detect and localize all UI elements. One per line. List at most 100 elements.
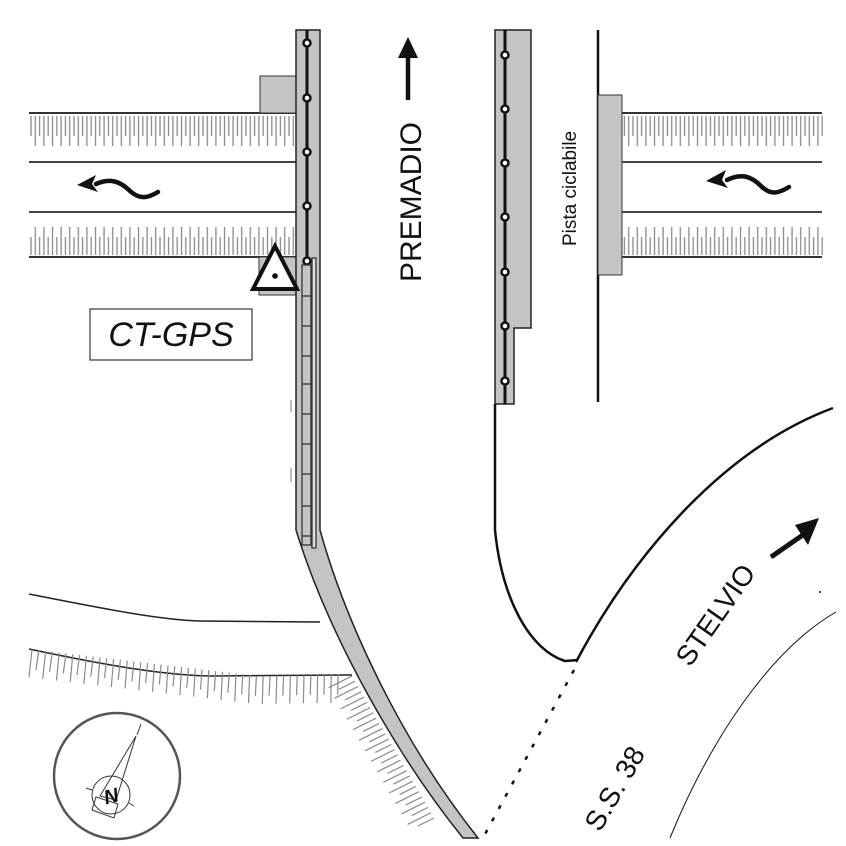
hatch-line: [103, 658, 108, 679]
hatch-line: [179, 666, 183, 696]
hatch-line: [83, 655, 87, 684]
triangle-marker-icon: [249, 241, 301, 291]
hatch-line: [328, 675, 353, 689]
left-sidewalk-markers: [302, 38, 312, 266]
left-road: [29, 112, 296, 258]
hatch-line: [295, 675, 298, 696]
hatch-line: [234, 673, 237, 702]
hatch-line: [117, 659, 121, 680]
hatch-line: [151, 663, 155, 692]
hatch-line: [145, 662, 149, 684]
hatch-line: [35, 650, 40, 671]
wavy-arrow-icon: [93, 178, 161, 200]
hatch-line: [172, 666, 176, 687]
hatch-line: [401, 801, 426, 815]
slope-hatching: [328, 675, 435, 827]
hatch-line: [334, 685, 359, 699]
hatch-line: [69, 654, 74, 683]
hatch-line: [309, 675, 312, 696]
hatch-line: [405, 796, 423, 806]
hatch-line: [399, 785, 417, 796]
right-road-bottom-ticks: [623, 225, 823, 257]
hatch-line: [76, 654, 81, 676]
hatch-line: [275, 675, 278, 704]
compass-north-label: N: [101, 784, 121, 809]
station-label: CT-GPS: [108, 316, 234, 354]
hatch-line: [261, 675, 264, 704]
hatch-line: [358, 728, 383, 741]
hatch-line: [364, 738, 389, 752]
wavy-arrow-head: [77, 175, 98, 192]
hatch-line: [247, 675, 251, 704]
stelvio-label: STELVIO: [670, 558, 762, 671]
hatch-line: [220, 671, 223, 700]
left-road-top-ticks: [30, 114, 296, 148]
hatch-line: [387, 764, 404, 775]
hatch-line: [302, 675, 305, 704]
hatch-line: [407, 812, 432, 825]
hatch-line: [282, 675, 285, 696]
hatch-line: [28, 649, 33, 678]
hatch-line: [352, 717, 377, 731]
hatch-line: [376, 759, 401, 773]
hatch-line: [186, 667, 189, 688]
hatch-line: [370, 749, 395, 762]
wavy-arrow-head: [706, 170, 728, 188]
road-edge-stelvio-upper: [574, 406, 834, 663]
hatch-line: [124, 660, 128, 689]
right-block: [597, 94, 623, 276]
hatch-line: [338, 680, 356, 690]
hatch-line: [268, 675, 271, 696]
hatch-line: [395, 791, 420, 804]
hatch-line: [254, 675, 257, 696]
hatch-line: [90, 656, 94, 677]
arrow-diagonal-icon: [769, 518, 819, 560]
ladder-structure: [301, 257, 317, 549]
hatch-line: [381, 754, 398, 764]
lower-road-hatching: [28, 649, 339, 704]
bike-path-label: Pista ciclabile: [560, 131, 581, 246]
hatch-line: [55, 652, 60, 681]
right-road-top-ticks: [623, 114, 823, 148]
hatch-line: [393, 775, 410, 785]
hatch-line: [227, 672, 230, 693]
hatch-line: [411, 806, 429, 817]
hatch-line: [138, 662, 142, 691]
road-dashed-centerline: [482, 669, 576, 837]
road-name-label: S.S. 38: [578, 741, 651, 836]
hatch-line: [356, 712, 374, 722]
hatch-line: [362, 722, 380, 732]
arrow-up-icon: [398, 37, 418, 100]
road-edge-inner-curve: [493, 404, 579, 663]
wavy-arrow-icon: [724, 173, 792, 195]
hatch-line: [48, 651, 53, 672]
hatch-line: [340, 696, 365, 710]
hatch-line: [389, 780, 414, 794]
hatch-line: [62, 653, 67, 674]
premadio-label: PREMADIO: [395, 122, 428, 282]
left-sidewalk: [295, 29, 480, 839]
hatch-line: [131, 661, 135, 682]
hatch-line: [165, 665, 169, 694]
dot-mark: [819, 591, 821, 593]
hatch-line: [344, 691, 362, 701]
hatch-line: [417, 817, 435, 827]
hatch-line: [382, 770, 407, 783]
hatch-line: [368, 733, 386, 743]
hatch-line: [97, 657, 101, 686]
left-block-top: [259, 75, 298, 114]
hatch-line: [241, 674, 244, 695]
hatch-line: [346, 707, 371, 720]
hatch-line: [375, 743, 392, 754]
hatch-line: [213, 671, 217, 692]
lower-road-edge-top: [28, 593, 321, 623]
left-road-bottom-ticks: [30, 225, 296, 257]
hatch-line: [350, 701, 368, 711]
hatch-line: [206, 670, 210, 699]
hatch-line: [193, 668, 196, 697]
station-label-box: CT-GPS: [89, 308, 253, 361]
hatch-line: [199, 669, 203, 690]
hatch-line: [158, 664, 162, 685]
road-edge-stelvio-lower: [669, 611, 837, 839]
